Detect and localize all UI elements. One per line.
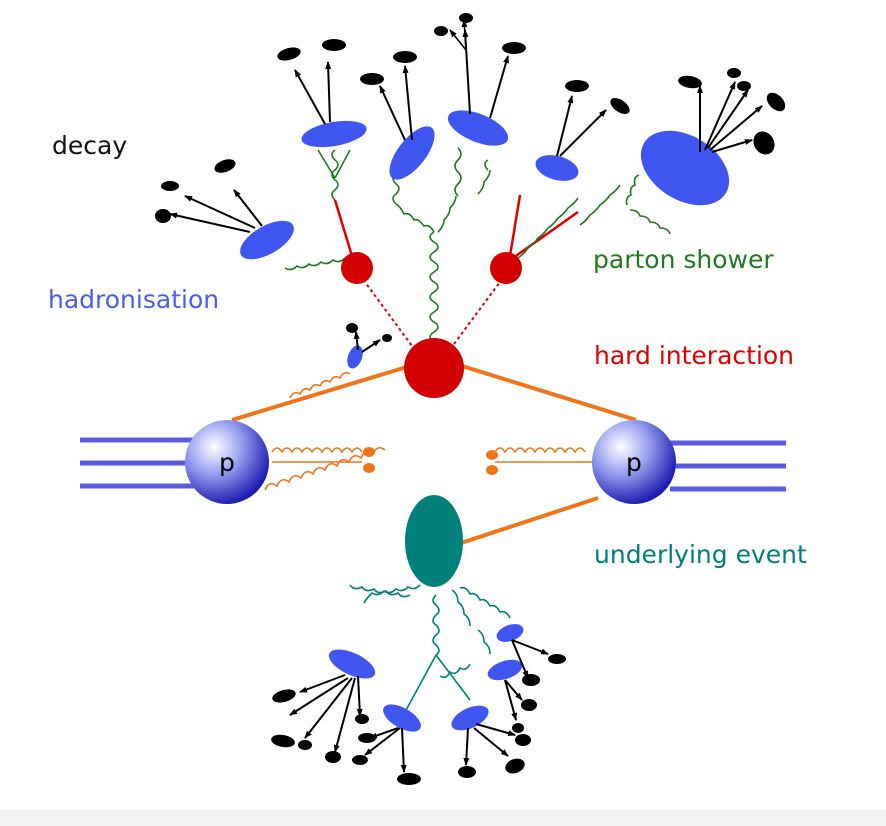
outgoing-quark-lines — [333, 194, 579, 260]
proton-right: p — [592, 420, 676, 504]
hadrons — [240, 110, 730, 732]
parton-shower-gluons — [284, 147, 671, 343]
beam-lines-left — [80, 437, 200, 489]
bottom-band — [0, 810, 886, 826]
underlying-event-blob — [405, 495, 463, 587]
underlying-event-gluons — [349, 584, 511, 713]
decay-arrows-branch — [449, 19, 468, 51]
label-underlying-event: underlying event — [594, 540, 807, 569]
proton-right-label: p — [626, 448, 642, 477]
label-decay: decay — [52, 131, 127, 160]
decaying-parton-right — [490, 252, 522, 284]
proton-left-label: p — [219, 448, 235, 477]
beam-lines-right — [670, 440, 786, 492]
decay-products — [155, 13, 786, 785]
label-parton-shower: parton shower — [593, 245, 774, 274]
resonance-links — [364, 281, 501, 351]
label-hadronisation: hadronisation — [48, 285, 219, 314]
decaying-parton-left — [341, 252, 373, 284]
proton-left: p — [185, 420, 269, 504]
hard-interaction-blobs — [341, 252, 522, 398]
incoming-parton-lines — [231, 364, 637, 547]
decay-arrows — [169, 29, 763, 773]
label-hard-interaction: hard interaction — [594, 341, 794, 370]
remnant-quarks — [363, 447, 498, 475]
hard-interaction-vertex — [404, 338, 464, 398]
